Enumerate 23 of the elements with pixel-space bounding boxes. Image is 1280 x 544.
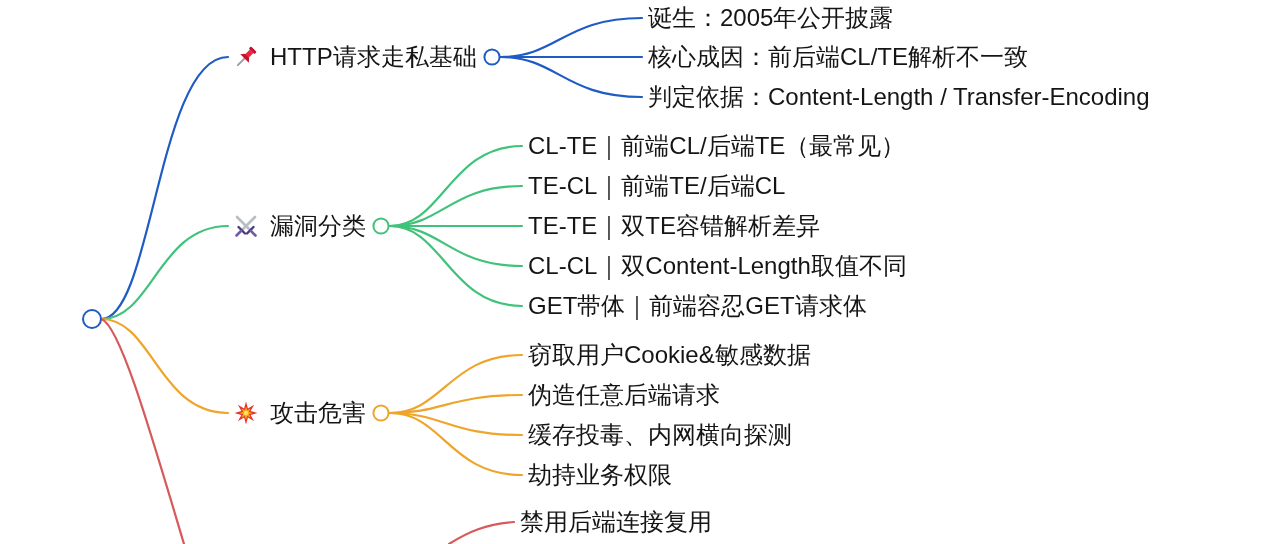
topic-label: 禁用后端连接复用 (520, 507, 712, 537)
root-circle (81, 309, 102, 329)
branch-label: 攻击危害 (270, 398, 366, 428)
branch-label: 漏洞分类 (270, 211, 366, 241)
topic-label: CL-TE｜前端CL/后端TE（最常见） (528, 131, 906, 161)
topic-label: 伪造任意后端请求 (528, 380, 720, 410)
branch-line (388, 411, 524, 477)
branch-line (388, 224, 524, 308)
topic-label: CL-CL｜双Content-Length取值不同 (528, 251, 907, 281)
topic-label: 窃取用户Cookie&敏感数据 (528, 340, 811, 370)
topic-label: 诞生：2005年公开披露 (648, 3, 894, 33)
topic-label: 劫持业务权限 (528, 460, 672, 490)
branch-line (100, 317, 230, 415)
topic-label: TE-CL｜前端TE/后端CL (528, 171, 786, 201)
topic-label: GET带体｜前端容忍GET请求体 (528, 291, 867, 321)
branch-label: HTTP请求走私基础 (270, 42, 477, 72)
topic-label: TE-TE｜双TE容错解析差异 (528, 211, 820, 241)
topic-label: 判定依据：Content-Length / Transfer-Encoding (648, 82, 1150, 112)
branch-line (499, 55, 644, 99)
topic-label: 核心成因：前后端CL/TE解析不一致 (648, 42, 1028, 72)
branch-line (100, 317, 186, 544)
branch-line (447, 520, 516, 544)
topic-label: 缓存投毒、内网横向探测 (528, 420, 792, 450)
